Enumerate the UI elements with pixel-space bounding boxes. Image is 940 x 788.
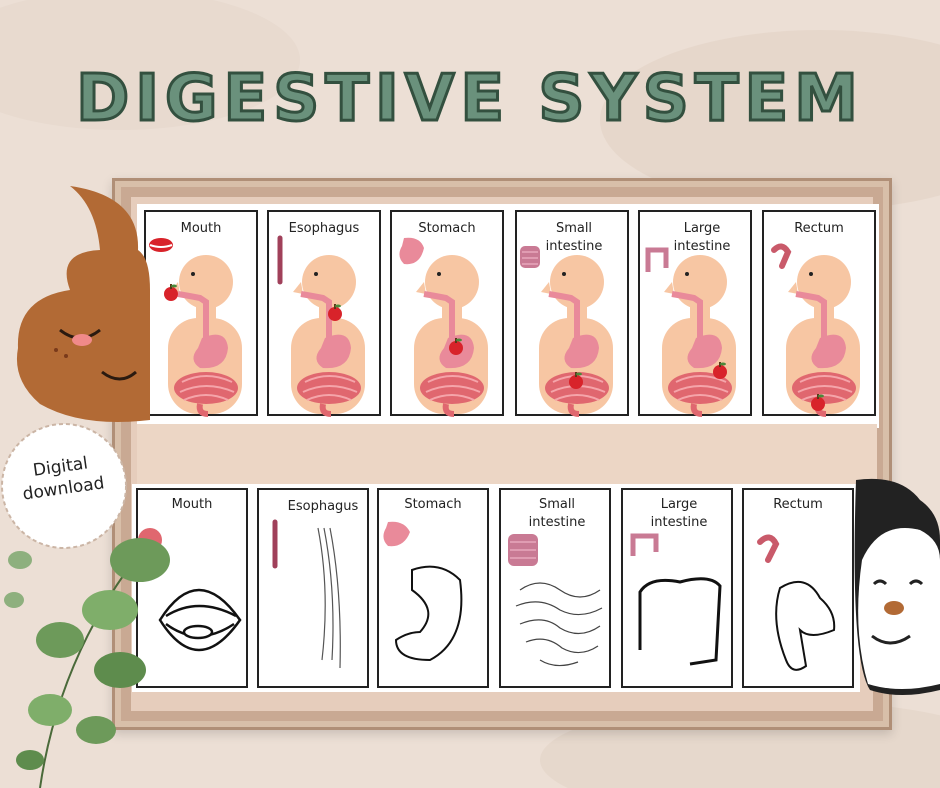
bottom-card-rectum: Rectum bbox=[742, 488, 854, 688]
top-card-rectum: Rectum bbox=[762, 210, 876, 416]
card-label: Small intestine bbox=[545, 221, 603, 254]
top-row-strip bbox=[137, 204, 879, 428]
card-label: Small intestine bbox=[528, 497, 586, 530]
card-label: Large intestine bbox=[650, 497, 708, 530]
page-title: DIGESTIVE SYSTEM bbox=[75, 61, 864, 138]
bottom-card-esophagus: Esophagus bbox=[257, 488, 369, 688]
bottom-row-strip bbox=[132, 484, 860, 692]
card-label: Mouth bbox=[171, 497, 213, 512]
card-label: Esophagus bbox=[288, 221, 360, 236]
top-card-small-intestine: Small intestine bbox=[515, 210, 629, 416]
top-card-mouth: Mouth bbox=[144, 210, 258, 416]
card-label: Rectum bbox=[773, 497, 823, 512]
card-label: Esophagus bbox=[287, 499, 359, 514]
card-label: Mouth bbox=[180, 221, 222, 236]
card-label: Large intestine bbox=[673, 221, 731, 254]
bottom-card-mouth: Mouth bbox=[136, 488, 248, 688]
top-card-esophagus: Esophagus bbox=[267, 210, 381, 416]
bottom-card-stomach: Stomach bbox=[377, 488, 489, 688]
card-label: Rectum bbox=[794, 221, 844, 236]
card-label: Stomach bbox=[418, 221, 476, 236]
card-label: Stomach bbox=[404, 497, 462, 512]
bottom-card-small-intestine: Small intestine bbox=[499, 488, 611, 688]
bottom-card-large-intestine: Large intestine bbox=[621, 488, 733, 688]
top-card-stomach: Stomach bbox=[390, 210, 504, 416]
board-gap bbox=[137, 424, 877, 486]
top-card-large-intestine: Large intestine bbox=[638, 210, 752, 416]
